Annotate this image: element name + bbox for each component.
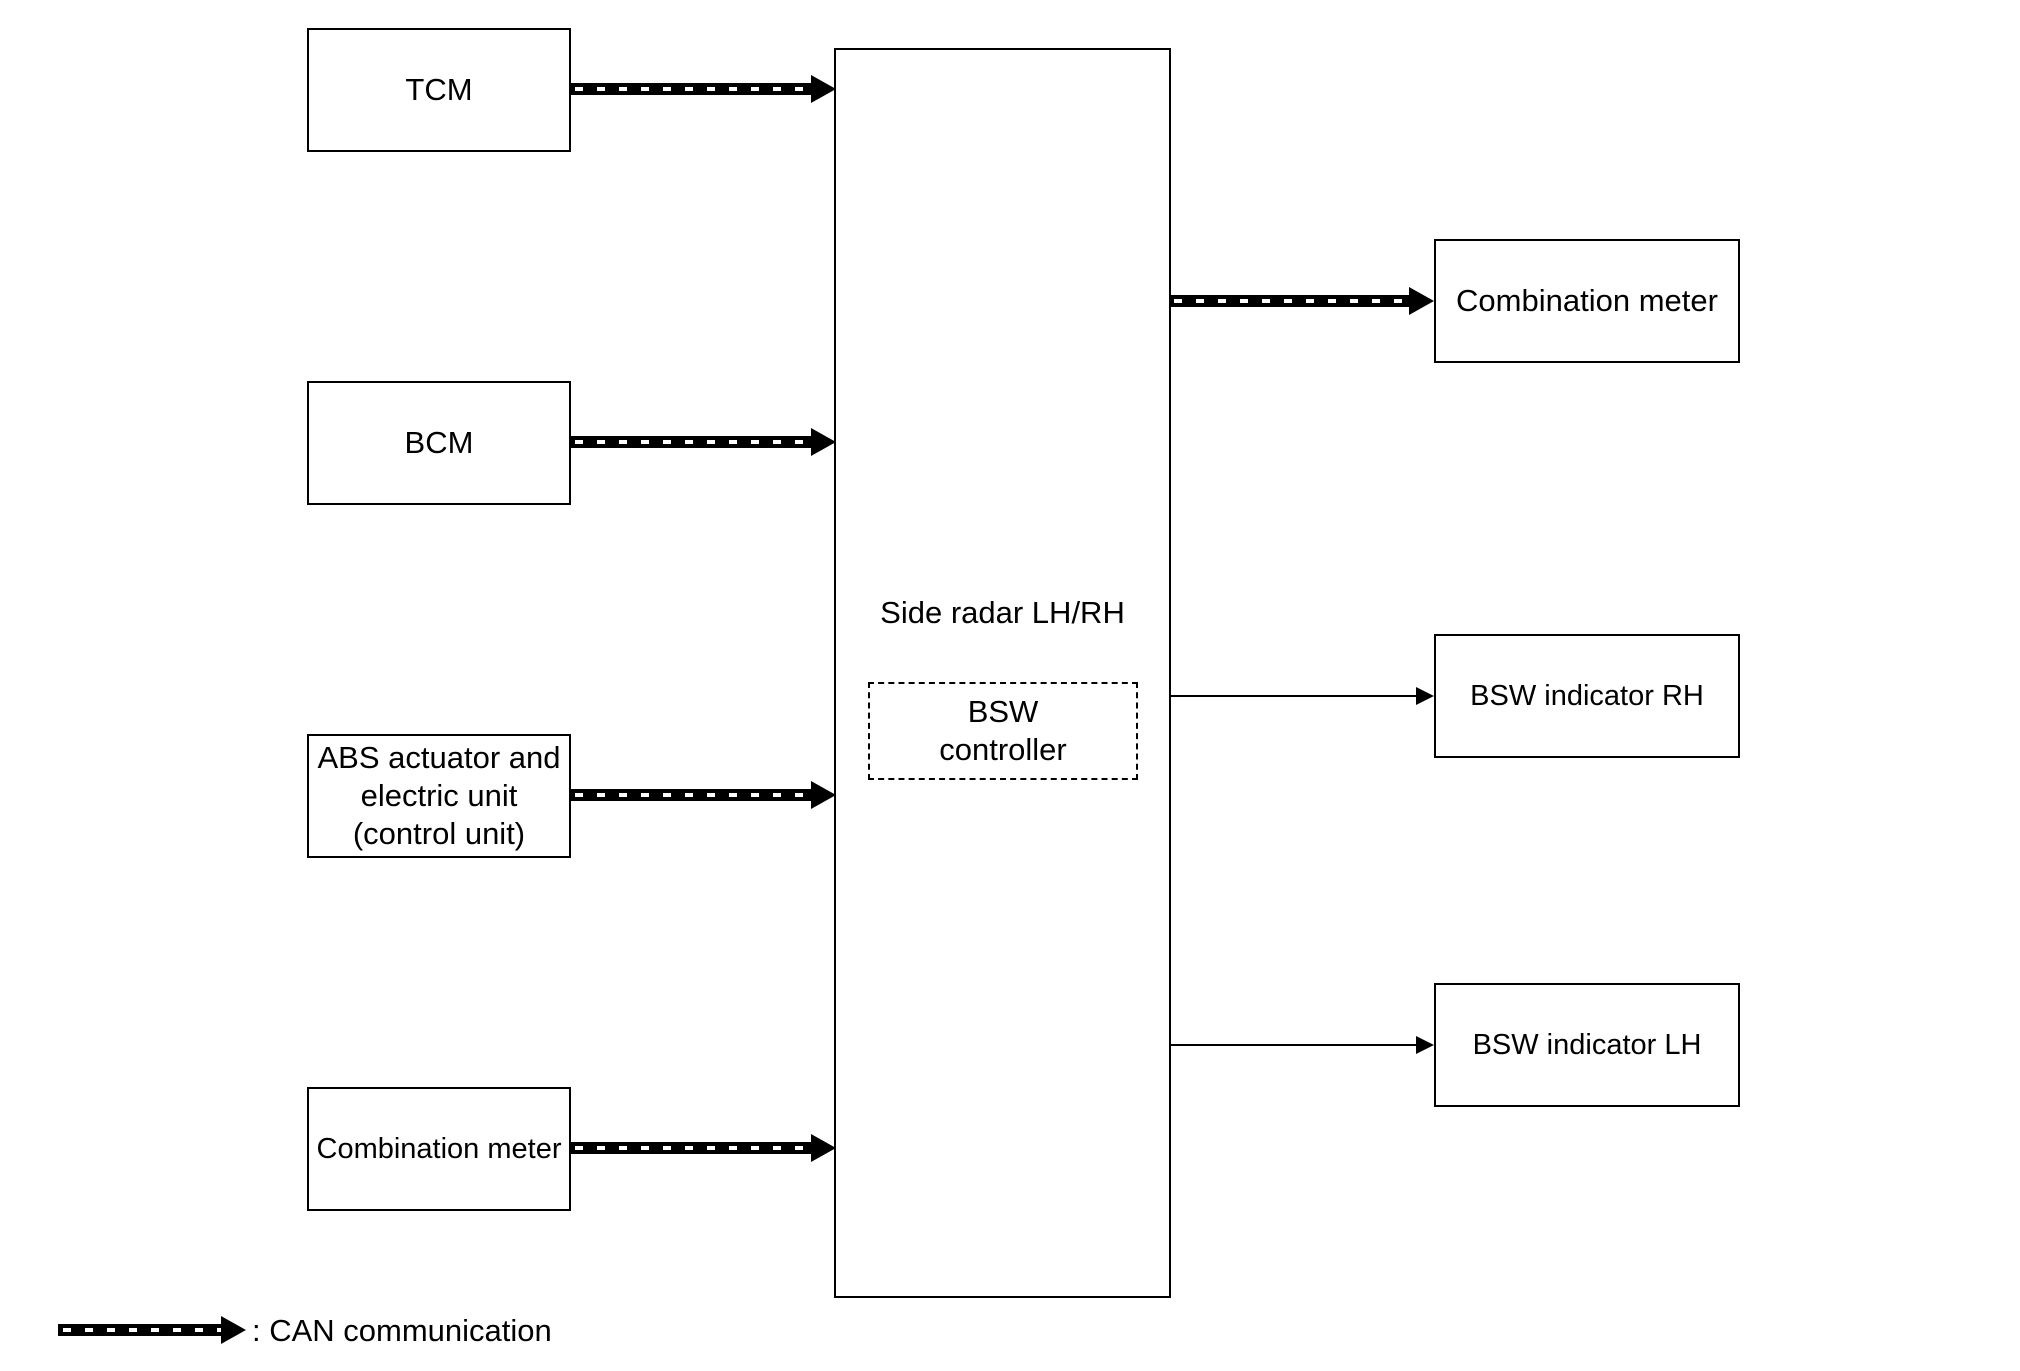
abs-label-line-3: (control unit) xyxy=(352,816,526,851)
legend-can-arrow-icon xyxy=(58,1316,246,1344)
signal-arrow-bsw-rh xyxy=(1169,687,1434,705)
tcm-label: TCM xyxy=(405,72,473,107)
combination-meter-output-label: Combination meter xyxy=(1456,283,1718,318)
abs-label-line-1: ABS actuator and xyxy=(317,740,561,775)
signal-arrow-bsw-lh xyxy=(1169,1036,1434,1054)
can-arrow-tcm xyxy=(570,75,836,103)
bsw-indicator-lh-label: BSW indicator LH xyxy=(1472,1029,1702,1061)
can-arrow-combination-meter-out xyxy=(1169,287,1434,315)
bsw-controller-line-2: controller xyxy=(939,732,1067,767)
bsw-controller-box: BSW controller xyxy=(868,682,1138,780)
bsw-indicator-rh-box: BSW indicator RH xyxy=(1434,634,1740,758)
combination-meter-output-box: Combination meter xyxy=(1434,239,1740,363)
bcm-label: BCM xyxy=(404,425,474,460)
combination-meter-input-box: Combination meter xyxy=(307,1087,571,1211)
can-arrow-abs xyxy=(570,781,836,809)
side-radar-label: Side radar LH/RH xyxy=(880,595,1125,630)
bsw-controller-line-1: BSW xyxy=(967,694,1039,729)
can-arrow-bcm xyxy=(570,428,836,456)
abs-actuator-box: ABS actuator and electric unit (control … xyxy=(307,734,571,858)
side-radar-box: Side radar LH/RH BSW controller xyxy=(834,48,1171,1298)
legend-can-label: : CAN communication xyxy=(252,1313,552,1348)
abs-label-line-2: electric unit xyxy=(360,778,518,813)
bsw-indicator-lh-box: BSW indicator LH xyxy=(1434,983,1740,1107)
bcm-box: BCM xyxy=(307,381,571,505)
bsw-indicator-rh-label: BSW indicator RH xyxy=(1470,680,1704,712)
tcm-box: TCM xyxy=(307,28,571,152)
combination-meter-input-label: Combination meter xyxy=(316,1133,562,1165)
can-arrow-combination-meter-in xyxy=(570,1134,836,1162)
